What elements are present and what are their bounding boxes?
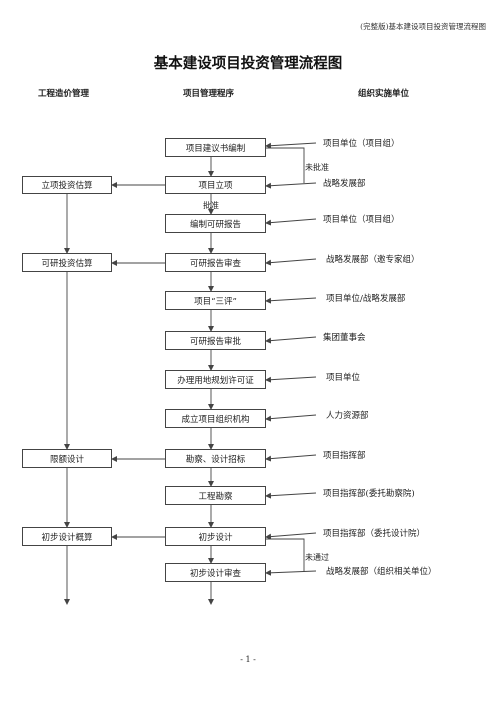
step-survey: 工程勘察	[165, 486, 266, 505]
cost-limit-design: 限额设计	[22, 449, 112, 468]
note-not-passed: 未通过	[305, 553, 329, 562]
unit-11: 项目指挥部（委托设计院）	[323, 529, 426, 539]
step-three-assessments: 项目“三评”	[165, 291, 266, 310]
arrow-unit-9	[265, 454, 317, 462]
note-not-approved: 未批准	[305, 163, 329, 172]
arrow-unit-1	[265, 142, 317, 149]
cost-preliminary-budget: 初步设计概算	[22, 527, 112, 546]
column-header-units: 组织实施单位	[358, 89, 410, 99]
unit-6: 集团董事会	[323, 333, 366, 343]
step-approval-initiation: 项目立项	[165, 176, 266, 194]
step-preliminary-design: 初步设计	[165, 527, 266, 546]
step-feasibility-report: 编制可研报告	[165, 214, 266, 233]
step-design-review: 初步设计审查	[165, 563, 266, 582]
page-title: 基本建设项目投资管理流程图	[153, 56, 343, 72]
unit-10: 项目指挥部(委托勘察院)	[323, 489, 415, 499]
arrow-unit-3	[265, 218, 317, 226]
unit-2: 战略发展部	[323, 179, 366, 189]
header-note: (完整版)基本建设项目投资管理流程图	[360, 22, 486, 31]
arrow-unit-6	[265, 336, 317, 344]
unit-3: 项目单位（项目组）	[323, 215, 400, 225]
arrow-unit-10	[265, 492, 317, 499]
step-report-approval: 可研报告审批	[165, 331, 266, 350]
arrow-unit-5	[265, 297, 317, 304]
step-design-tender: 勘察、设计招标	[165, 449, 266, 468]
column-header-cost: 工程造价管理	[38, 89, 90, 99]
unit-5: 项目单位/战略发展部	[326, 294, 406, 304]
unit-7: 项目单位	[326, 373, 361, 383]
cost-initiation-estimate: 立项投资估算	[22, 176, 112, 194]
arrow-unit-8	[265, 414, 317, 422]
step-proposal: 项目建议书编制	[165, 138, 266, 157]
arrow-unit-7	[265, 376, 317, 383]
unit-12: 战略发展部（组织相关单位）	[326, 567, 437, 577]
arrow-unit-11	[265, 532, 317, 540]
column-header-procedure: 项目管理程序	[183, 89, 235, 99]
unit-1: 项目单位（项目组）	[323, 139, 400, 149]
arrow-unit-2	[265, 182, 317, 189]
note-approved: 批准	[203, 201, 219, 210]
loop-not-passed	[266, 538, 305, 572]
step-report-review: 可研报告审查	[165, 253, 266, 272]
arrow-unit-12	[265, 569, 317, 576]
step-land-permit: 办理用地规划许可证	[165, 370, 266, 389]
loop-not-approved	[266, 147, 305, 183]
unit-4: 战略发展部（邀专家组）	[326, 255, 420, 265]
unit-8: 人力资源部	[326, 411, 369, 421]
unit-9: 项目指挥部	[323, 451, 366, 461]
page-number: - 1 -	[240, 655, 256, 664]
arrow-unit-4	[265, 258, 317, 266]
cost-feasibility-estimate: 可研投资估算	[22, 253, 112, 272]
step-project-org: 成立项目组织机构	[165, 409, 266, 428]
